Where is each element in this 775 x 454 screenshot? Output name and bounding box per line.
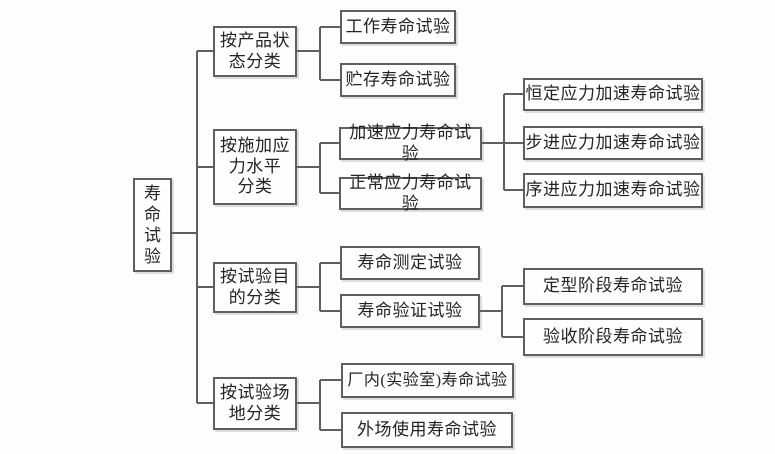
node-life-determination-test: 寿命测定试验 xyxy=(340,246,480,280)
tree-connectors xyxy=(172,26,523,431)
node-classify-by-test-purpose-label: 按试验目 的分类 xyxy=(220,266,290,307)
node-progressive-stress-accelerated-life-test-label: 序进应力加速寿命试验 xyxy=(525,180,701,200)
node-classify-by-stress-level-label: 按施加应 力水平 分类 xyxy=(220,135,290,197)
node-life-verification-test-label: 寿命验证试验 xyxy=(357,300,463,320)
node-field-use-life-test-label: 外场使用寿命试验 xyxy=(357,419,497,439)
node-life-test-label: 寿 命 试 验 xyxy=(144,184,161,266)
node-working-life-test-label: 工作寿命试验 xyxy=(345,16,451,36)
node-constant-stress-accelerated-life-test: 恒定应力加速寿命试验 xyxy=(523,78,703,111)
node-step-stress-accelerated-life-test-label: 步进应力加速寿命试验 xyxy=(525,132,701,152)
node-qualification-stage-life-test: 定型阶段寿命试验 xyxy=(523,268,703,305)
node-classify-by-stress-level: 按施加应 力水平 分类 xyxy=(213,129,297,205)
node-field-use-life-test: 外场使用寿命试验 xyxy=(341,412,513,448)
node-life-determination-test-label: 寿命测定试验 xyxy=(357,252,463,272)
node-normal-stress-life-test: 正常应力寿命试验 xyxy=(339,173,482,213)
node-classify-by-test-site-label: 按试验场 地分类 xyxy=(220,382,290,423)
node-classify-by-product-state: 按产品状 态分类 xyxy=(213,26,297,77)
node-constant-stress-accelerated-life-test-label: 恒定应力加速寿命试验 xyxy=(525,84,701,104)
node-working-life-test: 工作寿命试验 xyxy=(340,10,456,44)
node-storage-life-test: 贮存寿命试验 xyxy=(340,63,456,97)
node-classify-by-test-purpose: 按试验目 的分类 xyxy=(213,262,297,313)
node-life-verification-test: 寿命验证试验 xyxy=(340,294,480,328)
node-storage-life-test-label: 贮存寿命试验 xyxy=(345,69,451,89)
node-accelerated-stress-life-test: 加速应力寿命试验 xyxy=(339,123,482,163)
node-qualification-stage-life-test-label: 定型阶段寿命试验 xyxy=(543,276,683,296)
node-acceptance-stage-life-test-label: 验收阶段寿命试验 xyxy=(543,326,683,346)
node-progressive-stress-accelerated-life-test: 序进应力加速寿命试验 xyxy=(523,173,703,208)
node-step-stress-accelerated-life-test: 步进应力加速寿命试验 xyxy=(523,126,703,160)
node-acceptance-stage-life-test: 验收阶段寿命试验 xyxy=(523,318,703,356)
node-life-test: 寿 命 试 验 xyxy=(133,178,172,272)
node-classify-by-test-site: 按试验场 地分类 xyxy=(213,377,297,430)
node-normal-stress-life-test-label: 正常应力寿命试验 xyxy=(349,172,472,213)
node-in-plant-laboratory-life-test: 厂内(实验室)寿命试验 xyxy=(341,363,514,398)
node-classify-by-product-state-label: 按产品状 态分类 xyxy=(220,30,290,71)
node-in-plant-laboratory-life-test-label: 厂内(实验室)寿命试验 xyxy=(347,371,508,389)
node-accelerated-stress-life-test-label: 加速应力寿命试验 xyxy=(349,122,472,163)
